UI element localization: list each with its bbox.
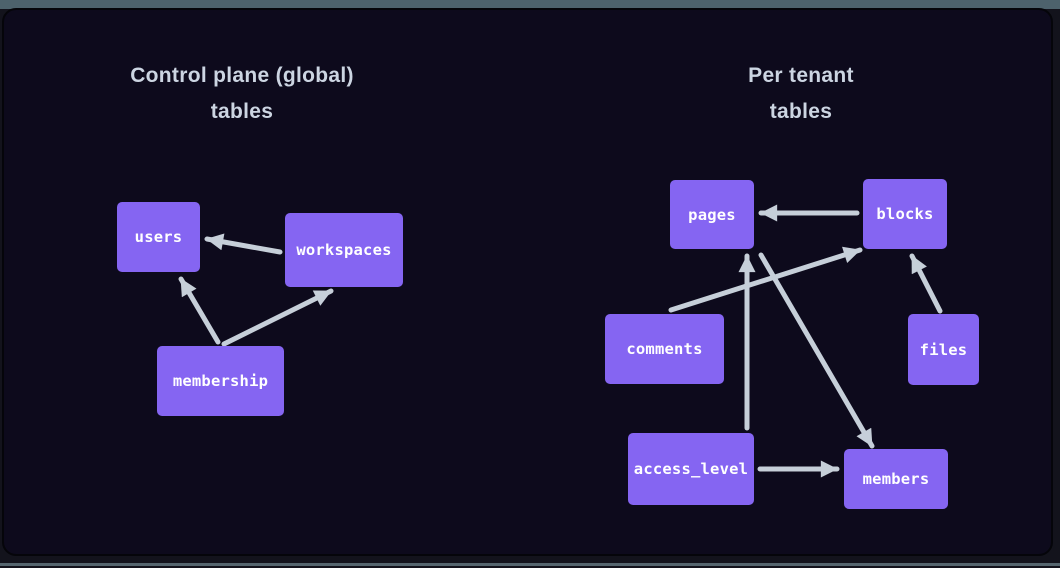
table-node-users[interactable]: users bbox=[117, 202, 200, 272]
table-node-membership[interactable]: membership bbox=[157, 346, 284, 416]
window-edge-top bbox=[0, 0, 1060, 9]
heading-per-tenant-line2: tables bbox=[769, 100, 833, 123]
table-node-access_level[interactable]: access_level bbox=[628, 433, 754, 505]
heading-control-plane-line2: tables bbox=[210, 100, 274, 123]
table-node-members[interactable]: members bbox=[844, 449, 948, 509]
table-node-pages[interactable]: pages bbox=[670, 180, 754, 249]
heading-per-tenant-line1: Per tenant bbox=[748, 64, 854, 87]
heading-control-plane: Control plane (global) tables bbox=[92, 58, 392, 130]
table-node-comments[interactable]: comments bbox=[605, 314, 724, 384]
table-node-workspaces[interactable]: workspaces bbox=[285, 213, 403, 287]
heading-per-tenant: Per tenant tables bbox=[651, 58, 951, 130]
table-node-blocks[interactable]: blocks bbox=[863, 179, 947, 249]
table-node-files[interactable]: files bbox=[908, 314, 979, 385]
window-edge-bottom bbox=[0, 563, 1060, 566]
heading-control-plane-line1: Control plane (global) bbox=[130, 64, 354, 87]
